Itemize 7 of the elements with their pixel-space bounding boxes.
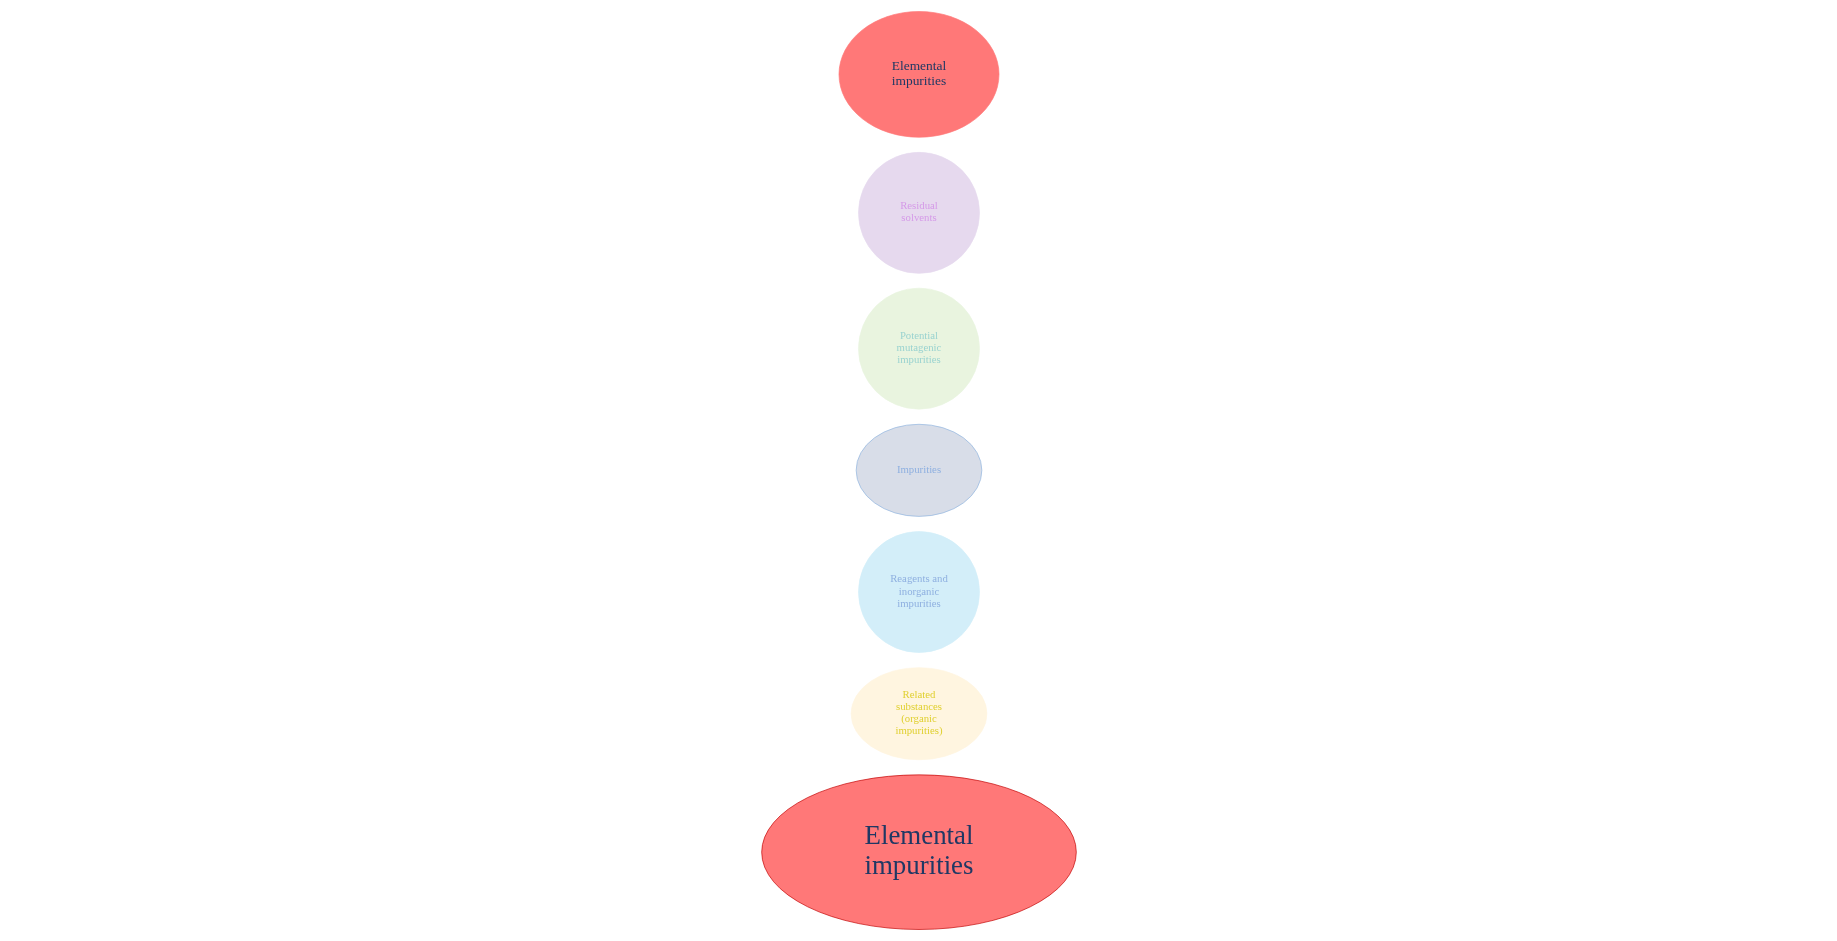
- node-circle: Reagents and inorganic impurities: [857, 531, 980, 653]
- node-ellipse: Elemental impurities: [838, 11, 999, 138]
- node-circle: Residual solvents: [857, 152, 980, 274]
- node-ellipse: Impurities: [855, 423, 982, 517]
- node-ellipse: Related substances (organic impurities): [850, 667, 987, 761]
- node-circle: Potential mutagenic impurities: [857, 287, 980, 410]
- node-ellipse: Elemental impurities: [760, 774, 1077, 930]
